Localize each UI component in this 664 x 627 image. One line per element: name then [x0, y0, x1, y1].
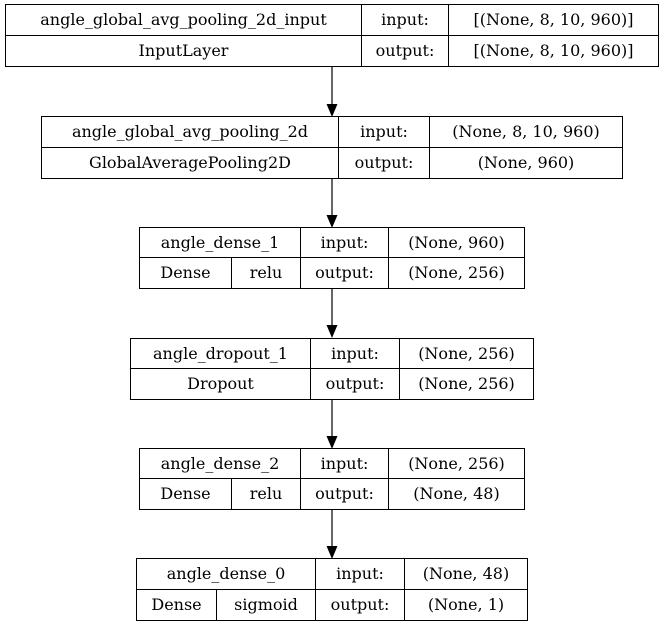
input-shape: (None, 8, 10, 960): [429, 117, 622, 147]
layer-name: angle_global_avg_pooling_2d_input: [40, 9, 327, 29]
connection-arrow: [326, 179, 338, 228]
layer-name: angle_dense_0: [166, 563, 286, 583]
input-shape: (None, 960): [388, 228, 524, 257]
layer-node-dropout: angle_dropout_1 input: (None, 256) Dropo…: [130, 338, 534, 400]
layer-activation: relu: [231, 479, 300, 509]
output-shape: [(None, 8, 10, 960)]: [448, 35, 658, 66]
layer-type: Dropout: [187, 374, 254, 393]
layer-name: angle_dense_2: [160, 453, 280, 473]
output-label: output:: [361, 35, 448, 66]
connection-arrow: [326, 289, 338, 338]
layer-node-pooling: angle_global_avg_pooling_2d input: (None…: [41, 116, 623, 179]
output-shape: (None, 960): [429, 147, 622, 178]
layer-name: angle_dropout_1: [153, 343, 288, 363]
layer-activation: sigmoid: [216, 589, 315, 620]
layer-node-dense-1: angle_dense_1 input: (None, 960) Dense r…: [139, 227, 525, 289]
output-label: output:: [315, 589, 404, 620]
layer-node-input: angle_global_avg_pooling_2d_input input:…: [5, 4, 659, 67]
output-label: output:: [310, 369, 399, 399]
output-label: output:: [300, 258, 388, 288]
layer-type: InputLayer: [138, 40, 229, 60]
connection-arrow: [326, 67, 338, 117]
output-shape: (None, 48): [388, 479, 524, 509]
output-shape: (None, 1): [404, 589, 527, 620]
input-label: input:: [361, 5, 448, 35]
input-label: input:: [310, 339, 399, 368]
input-shape: (None, 256): [399, 339, 533, 368]
layer-node-dense-2: angle_dense_2 input: (None, 256) Dense r…: [139, 448, 525, 510]
layer-node-dense-0: angle_dense_0 input: (None, 48) Dense si…: [136, 558, 528, 621]
input-label: input:: [300, 228, 388, 257]
connection-arrow: [326, 510, 338, 559]
connection-arrow: [326, 400, 338, 449]
input-label: input:: [300, 449, 388, 478]
input-shape: (None, 256): [388, 449, 524, 478]
layer-name: angle_global_avg_pooling_2d: [71, 121, 309, 141]
output-label: output:: [300, 479, 388, 509]
layer-type: Dense: [160, 263, 211, 282]
input-label: input:: [315, 559, 404, 589]
layer-type: Dense: [151, 594, 202, 614]
input-label: input:: [338, 117, 429, 147]
output-shape: (None, 256): [399, 369, 533, 399]
layer-type: GlobalAveragePooling2D: [89, 152, 291, 172]
output-shape: (None, 256): [388, 258, 524, 288]
input-shape: [(None, 8, 10, 960)]: [448, 5, 658, 35]
layer-name: angle_dense_1: [160, 232, 280, 252]
layer-activation: relu: [231, 258, 300, 288]
layer-type: Dense: [160, 484, 211, 503]
output-label: output:: [338, 147, 429, 178]
input-shape: (None, 48): [404, 559, 527, 589]
